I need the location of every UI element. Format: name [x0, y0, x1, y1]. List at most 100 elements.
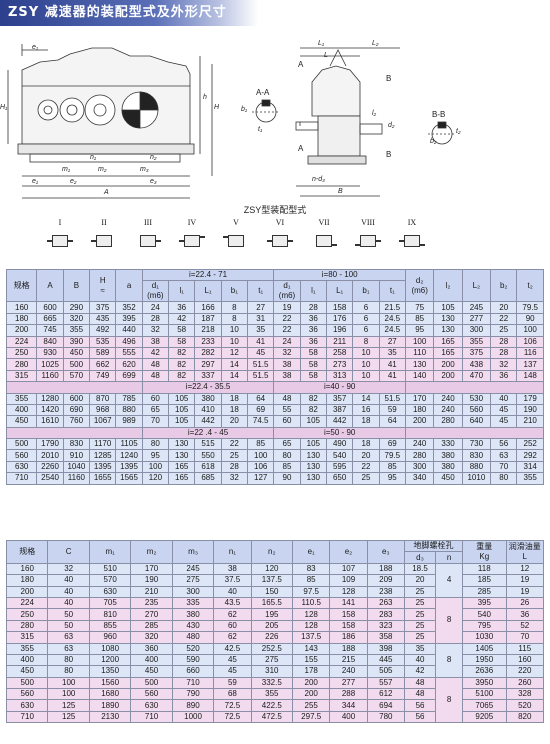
table2-cell: 155 — [292, 653, 331, 667]
table2-cell: 705 — [88, 596, 132, 610]
table1-cell: 51.5 — [247, 358, 275, 371]
table2-cell: 97.5 — [292, 585, 331, 598]
table1-cell: 218 — [194, 324, 222, 337]
assembly-form-3: III — [128, 218, 168, 250]
table1-spec-cell: 400 — [5, 403, 38, 417]
dim-e2: e₂ — [70, 178, 77, 185]
table2-cell: 190 — [130, 574, 173, 587]
dim-m1: m₁ — [62, 166, 71, 173]
col-L1-b: L₁ — [325, 280, 354, 303]
table1-cell: 24.5 — [378, 312, 406, 326]
table2-cell: 472.5 — [250, 710, 294, 724]
table1-cell: 18 — [352, 438, 380, 451]
table2-cell: 56 — [403, 699, 437, 712]
table2-cell: 630 — [88, 585, 132, 598]
table2-cell: 25 — [403, 585, 437, 598]
table1-cell: 60 — [141, 392, 170, 405]
table1-cell: 690 — [62, 403, 91, 417]
table2-cell: 50 — [47, 619, 90, 633]
table1-cell: 1025 — [36, 358, 64, 371]
table2-cell: 226 — [250, 631, 294, 644]
table1-cell: 120 — [141, 472, 170, 485]
table2-cell: 710 — [130, 710, 173, 724]
table1-cell: 100 — [516, 324, 544, 337]
table1-cell: 80 — [490, 472, 518, 485]
table1-cell: 24.5 — [378, 324, 406, 337]
table2-cell: 540 — [462, 608, 507, 621]
table2-cell: 297.5 — [292, 710, 331, 724]
table1-cell: 18 — [220, 392, 249, 405]
table1-cell: 140 — [404, 369, 435, 383]
table2-cell: 52 — [505, 619, 545, 633]
table1-spec-cell: 630 — [5, 460, 38, 474]
table2-cell: 120 — [250, 562, 294, 576]
table2-cell: 26 — [505, 596, 545, 610]
table1-cell: 589 — [89, 346, 117, 360]
table1-cell: 1160 — [62, 472, 91, 485]
table1-cell: 31 — [247, 312, 275, 326]
assembly-form-6: VI — [260, 218, 300, 250]
table1-cell: 130 — [168, 449, 196, 462]
table1-cell: 75 — [404, 301, 435, 314]
table2-cell: 335 — [171, 596, 215, 610]
table1-cell: 79.5 — [378, 449, 406, 462]
assembly-form-9: IX — [392, 218, 432, 250]
table1-cell: 1010 — [461, 472, 492, 485]
table2-cell: 320 — [130, 631, 173, 644]
table1-cell: 166 — [194, 301, 222, 314]
table2-cell: 285 — [130, 619, 173, 633]
table1-spec-cell: 280 — [5, 358, 38, 371]
assembly-form-8-icon — [355, 232, 381, 250]
table2-cell: 38 — [213, 562, 252, 576]
dim-e3: e₃ — [150, 178, 157, 185]
table1-cell: 190 — [516, 403, 544, 417]
table1-cell: 95 — [378, 472, 406, 485]
table2-cell: 2636 — [462, 665, 507, 678]
dim-e1-top: e₁ — [32, 44, 39, 51]
section-mark-b-top: B — [386, 74, 392, 83]
table1-cell: 25 — [490, 324, 518, 337]
table1-spec-cell: 160 — [5, 301, 38, 314]
table2-cell: 380 — [171, 608, 215, 621]
table1-spec-cell: 500 — [5, 438, 38, 451]
assembly-forms-title: ZSY型装配型式 — [243, 205, 307, 215]
table2-spec-cell: 400 — [5, 653, 49, 667]
dim-b2: b₂ — [430, 138, 437, 145]
table1-cell: 42 — [141, 346, 170, 360]
col-a: a — [115, 268, 143, 303]
table1-cell: 258 — [325, 346, 354, 360]
table2-cell: 188 — [329, 642, 368, 655]
table1-cell: 2010 — [36, 449, 64, 462]
table2-cell: 48 — [403, 688, 437, 701]
table2-cell: 109 — [329, 574, 368, 587]
table1-cell: 110 — [404, 346, 435, 360]
table2-cell: 300 — [171, 585, 215, 598]
table2-cell: 150 — [250, 585, 294, 598]
table2-cell: 20 — [403, 574, 437, 587]
table1-cell: 555 — [115, 346, 143, 360]
table1-cell: 187 — [194, 312, 222, 326]
table1-cell: 496 — [115, 335, 143, 348]
table2-spec-cell: 560 — [5, 688, 49, 701]
dim-n2: n₂ — [150, 154, 157, 161]
table2-cell: 141 — [329, 596, 368, 610]
col-b1-a: b₁ — [220, 280, 249, 303]
table1-cell: 20 — [352, 449, 380, 462]
table1-cell: 42 — [168, 312, 196, 326]
table1-cell: 20 — [490, 301, 518, 314]
table1-cell: 59 — [378, 403, 406, 417]
table2-cell: 255 — [292, 699, 331, 712]
table1-cell: 200 — [404, 415, 435, 428]
table1-cell: 600 — [62, 392, 91, 405]
section-label-b-b: B-B — [432, 110, 446, 119]
table1-cell: 550 — [194, 449, 222, 462]
table2-cell: 238 — [366, 585, 405, 598]
